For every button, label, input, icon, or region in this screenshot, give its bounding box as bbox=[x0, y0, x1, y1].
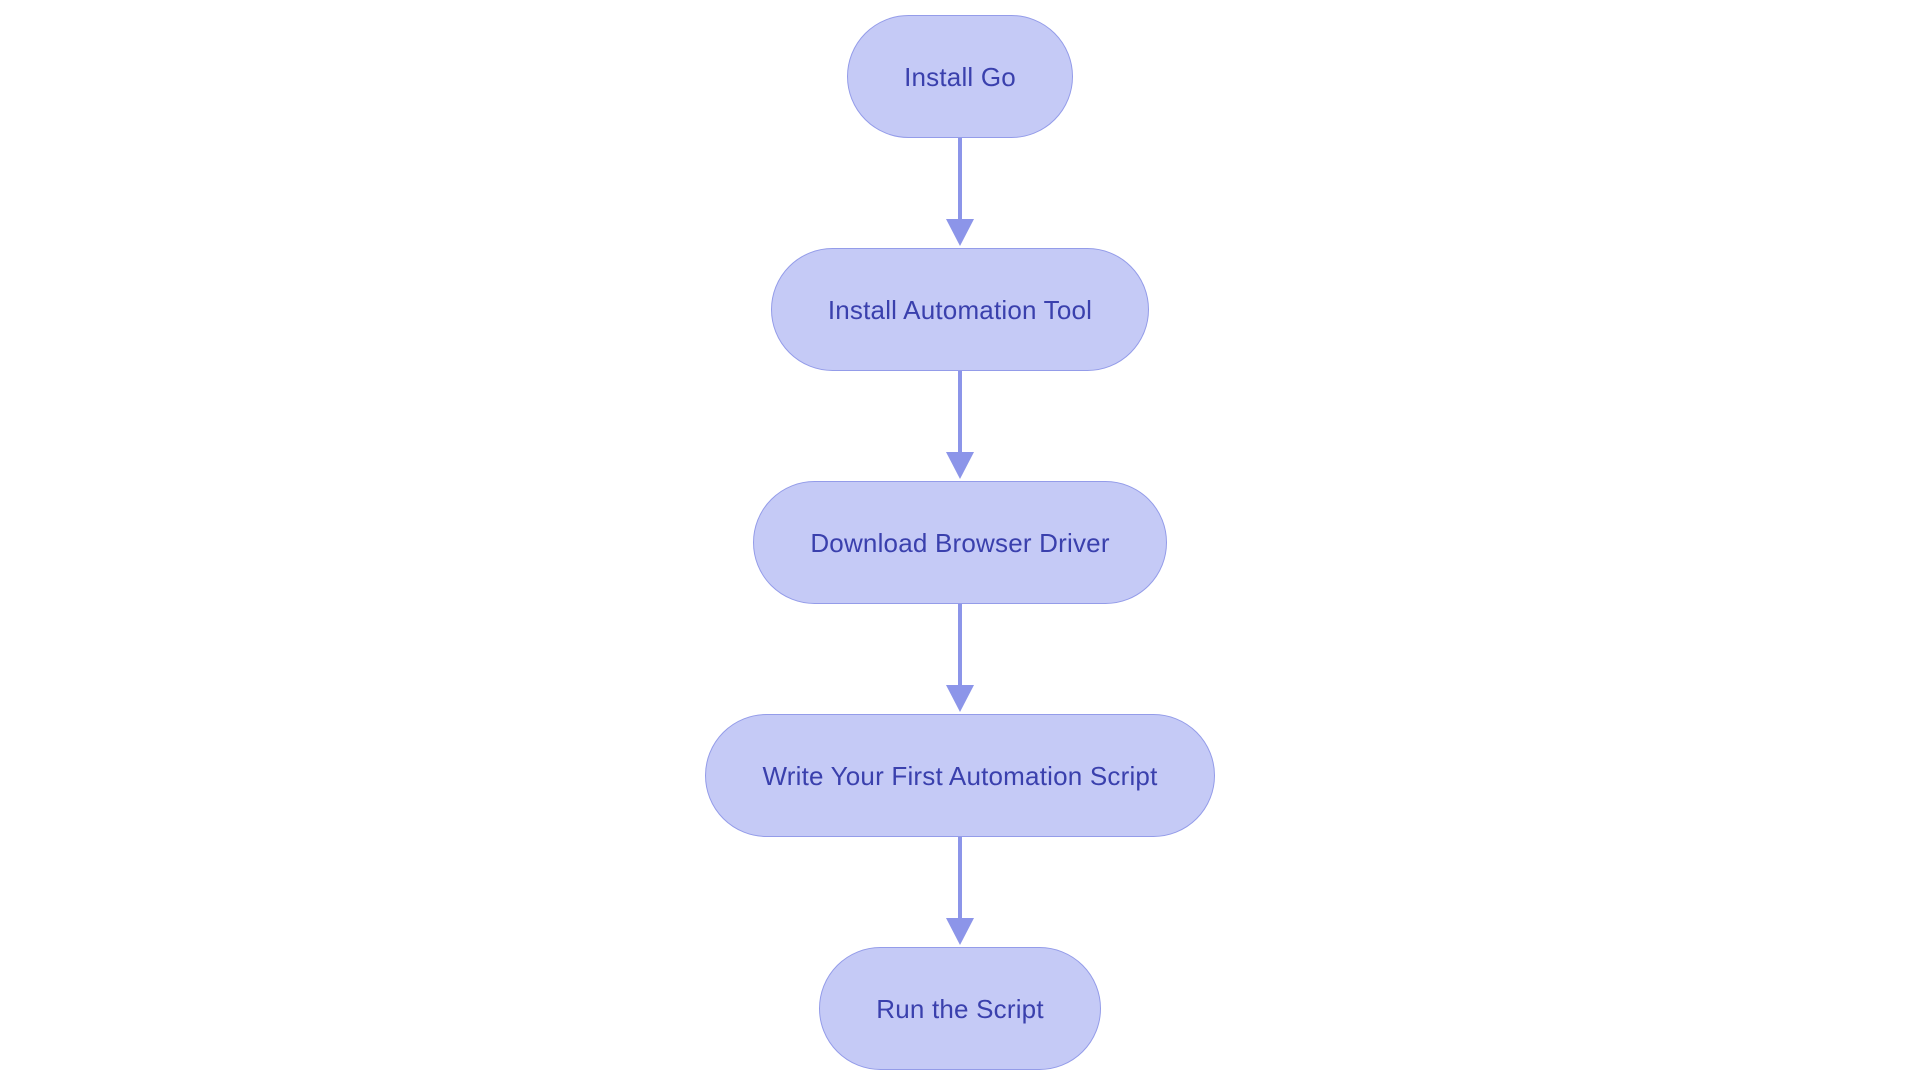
connector-line bbox=[958, 138, 962, 220]
flow-node-label: Download Browser Driver bbox=[810, 527, 1110, 558]
connector-line bbox=[958, 604, 962, 686]
flow-node-label: Write Your First Automation Script bbox=[762, 760, 1158, 791]
connector-line bbox=[958, 837, 962, 919]
flow-connector bbox=[946, 371, 974, 481]
arrow-down-icon bbox=[946, 452, 974, 479]
flow-node-label: Run the Script bbox=[876, 993, 1044, 1024]
arrow-down-icon bbox=[946, 219, 974, 246]
flow-node-download-browser-driver: Download Browser Driver bbox=[753, 481, 1167, 604]
flow-connector bbox=[946, 138, 974, 248]
flow-connector bbox=[946, 837, 974, 947]
flow-node-install-go: Install Go bbox=[847, 15, 1073, 138]
arrow-down-icon bbox=[946, 685, 974, 712]
arrow-down-icon bbox=[946, 918, 974, 945]
flow-connector bbox=[946, 604, 974, 714]
flow-node-label: Install Automation Tool bbox=[827, 294, 1093, 325]
flow-node-run-the-script: Run the Script bbox=[819, 947, 1101, 1070]
flow-node-install-automation-tool: Install Automation Tool bbox=[770, 248, 1150, 371]
flow-node-label: Install Go bbox=[904, 61, 1016, 92]
flow-node-write-first-automation-script: Write Your First Automation Script bbox=[705, 714, 1215, 837]
connector-line bbox=[958, 371, 962, 453]
